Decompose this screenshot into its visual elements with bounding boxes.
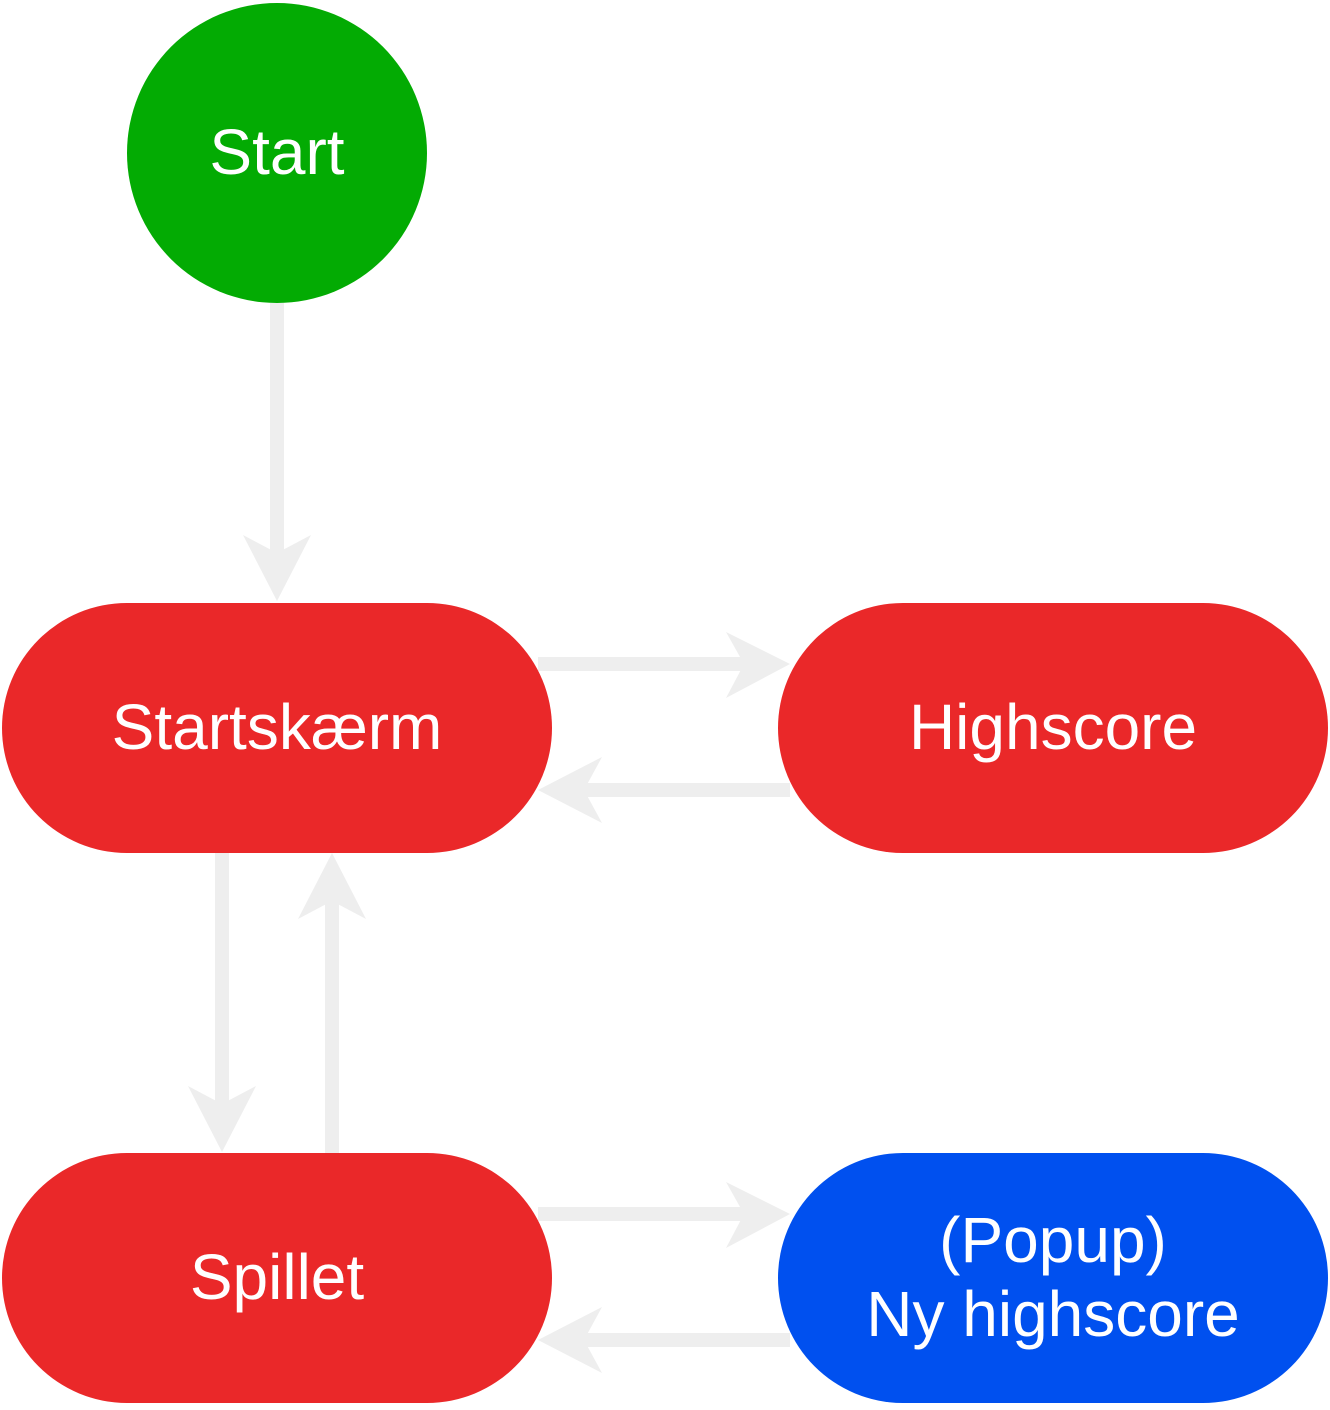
edge-popup-to-spillet — [538, 1307, 790, 1373]
edge-start-to-startskaerm — [243, 303, 311, 601]
edge-spillet-to-popup — [538, 1182, 790, 1248]
node-start: Start — [127, 3, 427, 303]
edge-highscore-to-startskaerm — [538, 757, 790, 823]
node-spillet-label: Spillet — [189, 1241, 365, 1314]
node-start-label: Start — [209, 116, 345, 189]
node-startskaerm-label: Startskærm — [111, 691, 443, 764]
node-popup: (Popup) Ny highscore — [778, 1153, 1328, 1403]
node-startskaerm: Startskærm — [2, 603, 552, 853]
edge-startskaerm-to-highscore — [538, 632, 790, 698]
node-popup-label-line1: (Popup) — [939, 1204, 1167, 1277]
node-highscore-label: Highscore — [908, 691, 1198, 764]
node-popup-label-line2: Ny highscore — [866, 1278, 1240, 1350]
edge-startskaerm-to-spillet — [188, 853, 256, 1152]
node-spillet: Spillet — [2, 1153, 552, 1403]
edge-spillet-to-startskaerm — [298, 853, 366, 1153]
node-highscore: Highscore — [778, 603, 1328, 853]
